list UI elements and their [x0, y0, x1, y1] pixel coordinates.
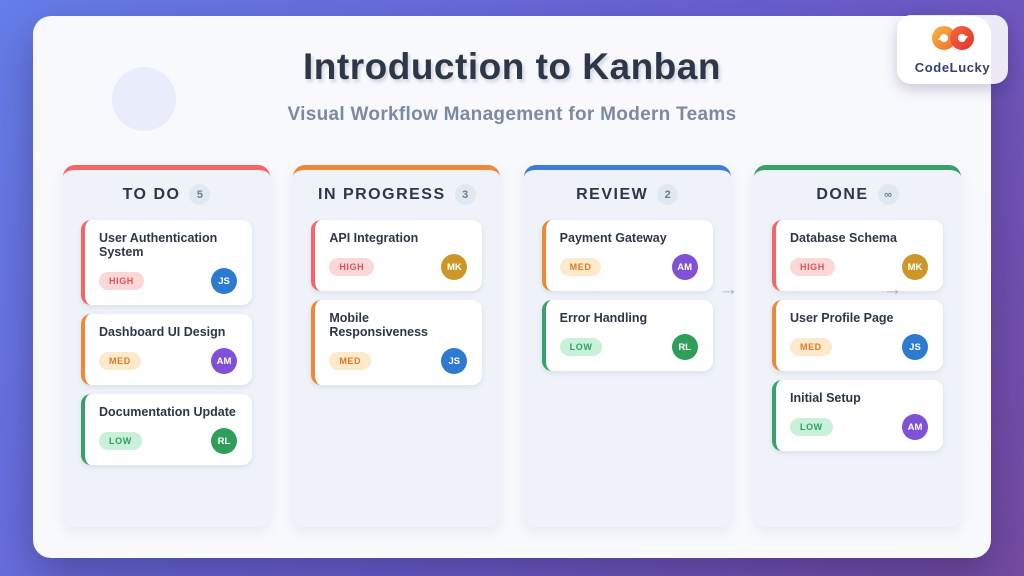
priority-badge: HIGH [329, 258, 375, 276]
column-count-badge: 5 [189, 184, 211, 205]
column-title: DONE [816, 185, 869, 203]
kanban-column: TO DO 5 User Authentication System HIGH … [63, 165, 270, 527]
assignee-avatar: AM [901, 414, 928, 440]
kanban-column: REVIEW 2 Payment Gateway MED AM Error Ha… [523, 165, 731, 527]
column-header: TO DO 5 [81, 184, 252, 205]
assignee-avatar: MK [441, 254, 468, 280]
column-cards: User Authentication System HIGH JS Dashb… [81, 220, 252, 465]
card-footer: HIGH MK [789, 254, 928, 280]
card-title: Mobile Responsiveness [329, 311, 428, 339]
slide-card: Introduction to Kanban Visual Workflow M… [33, 16, 991, 558]
card-footer: LOW AM [789, 414, 928, 440]
card-title: API Integration [329, 231, 419, 245]
card-title: Documentation Update [99, 405, 236, 419]
priority-badge: HIGH [99, 272, 144, 290]
column-header: REVIEW 2 [542, 184, 713, 205]
assignee-avatar: RL [211, 428, 237, 454]
card-footer: LOW RL [559, 334, 698, 360]
card-title: Initial Setup [789, 391, 861, 405]
card-footer: MED JS [789, 334, 928, 360]
card-title: Dashboard UI Design [99, 325, 226, 339]
task-card[interactable]: Mobile Responsiveness MED JS [311, 300, 483, 385]
priority-badge: MED [329, 352, 372, 370]
assignee-avatar: AM [211, 348, 237, 374]
column-cards: Database Schema HIGH MK User Profile Pag… [771, 220, 943, 451]
assignee-avatar: RL [671, 334, 698, 360]
priority-badge: LOW [789, 418, 833, 436]
card-footer: MED JS [329, 348, 468, 374]
column-title: IN PROGRESS [318, 185, 446, 203]
decorative-circle [112, 67, 176, 131]
page-subtitle: Visual Workflow Management for Modern Te… [287, 104, 737, 125]
task-card[interactable]: API Integration HIGH MK [311, 220, 483, 291]
column-count-badge: ∞ [877, 184, 899, 205]
flow-arrow-icon: → [883, 279, 902, 300]
card-title: Error Handling [559, 311, 648, 325]
brand-name: CodeLucky [914, 60, 991, 75]
card-footer: MED AM [99, 348, 237, 374]
column-cards: Payment Gateway MED AM Error Handling LO… [541, 220, 713, 371]
priority-badge: LOW [559, 338, 603, 356]
task-card[interactable]: Error Handling LOW RL [541, 300, 713, 371]
column-cards: API Integration HIGH MK Mobile Responsiv… [311, 220, 483, 385]
task-card[interactable]: Dashboard UI Design MED AM [81, 314, 252, 385]
page-header: Introduction to Kanban Visual Workflow M… [33, 16, 991, 126]
column-count-badge: 2 [657, 184, 679, 205]
kanban-column: IN PROGRESS 3 API Integration HIGH MK Mo… [293, 165, 501, 527]
task-card[interactable]: Database Schema HIGH MK [771, 220, 943, 291]
task-card[interactable]: Initial Setup LOW AM [771, 380, 943, 451]
card-title: Database Schema [789, 231, 897, 245]
infinity-logo-icon [929, 24, 977, 57]
kanban-column: DONE ∞ Database Schema HIGH MK User Prof… [753, 165, 961, 527]
assignee-avatar: MK [901, 254, 928, 280]
priority-badge: LOW [99, 432, 142, 450]
task-card[interactable]: User Authentication System HIGH JS [81, 220, 252, 305]
card-footer: LOW RL [99, 428, 237, 454]
assignee-avatar: JS [901, 334, 928, 360]
column-header: DONE ∞ [772, 184, 943, 205]
column-title: TO DO [122, 185, 181, 203]
column-title: REVIEW [576, 185, 649, 203]
brand-logo-card: CodeLucky [897, 15, 1008, 84]
priority-badge: MED [559, 258, 602, 276]
priority-badge: MED [99, 352, 141, 370]
card-footer: HIGH MK [329, 254, 468, 280]
card-title: Payment Gateway [559, 231, 667, 245]
flow-arrow-icon: → [719, 279, 738, 300]
card-title: User Profile Page [789, 311, 894, 325]
priority-badge: MED [789, 338, 832, 356]
card-footer: MED AM [559, 254, 698, 280]
assignee-avatar: AM [671, 254, 698, 280]
assignee-avatar: JS [441, 348, 468, 374]
kanban-board: TO DO 5 User Authentication System HIGH … [63, 165, 961, 527]
assignee-avatar: JS [211, 268, 237, 294]
priority-badge: HIGH [789, 258, 835, 276]
task-card[interactable]: User Profile Page MED JS [771, 300, 943, 371]
task-card[interactable]: Payment Gateway MED AM [541, 220, 713, 291]
column-header: IN PROGRESS 3 [311, 184, 482, 205]
card-title: User Authentication System [99, 231, 218, 259]
page-title: Introduction to Kanban [303, 46, 721, 87]
column-count-badge: 3 [454, 184, 476, 205]
task-card[interactable]: Documentation Update LOW RL [81, 394, 252, 465]
card-footer: HIGH JS [99, 268, 237, 294]
